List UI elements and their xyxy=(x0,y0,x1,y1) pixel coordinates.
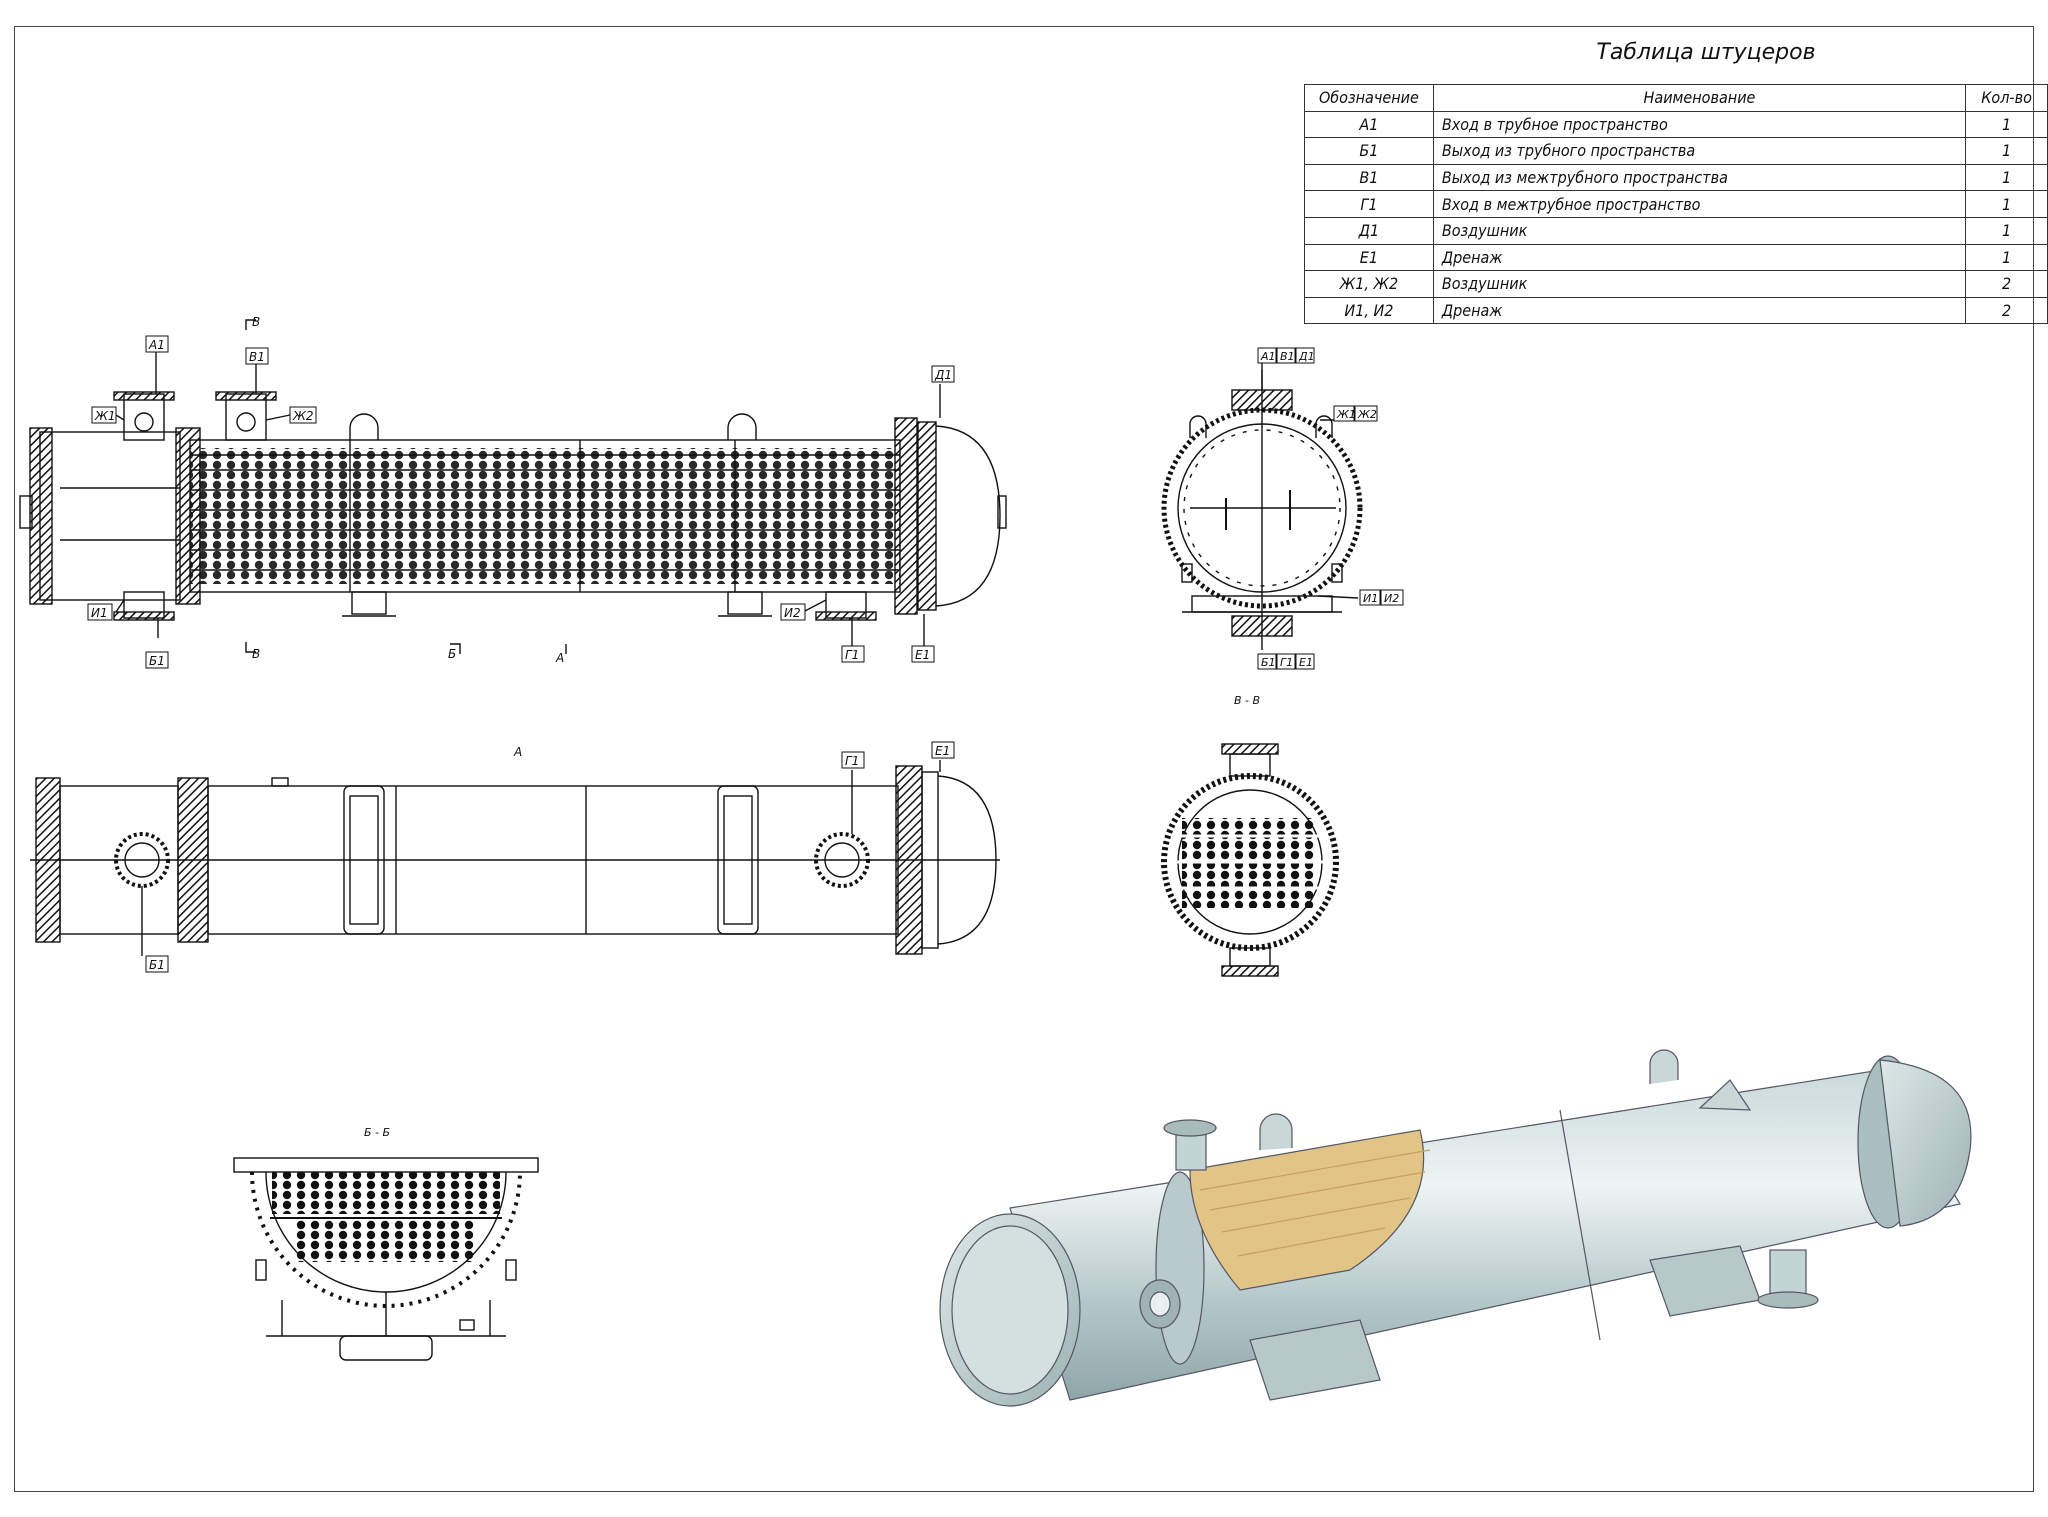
label-Zh2: Ж2 xyxy=(1357,408,1377,421)
row-qty: 1 xyxy=(1965,137,2048,165)
row-designation: И1, И2 xyxy=(1304,296,1434,325)
drawing-frame xyxy=(14,26,2034,1492)
row-designation: В1 xyxy=(1304,163,1434,192)
header-qty: Кол-во xyxy=(1965,84,2048,112)
plan-view-a xyxy=(30,760,1000,956)
row-name: Вход в межтрубное пространство xyxy=(1432,190,1967,218)
row-name: Воздушник xyxy=(1432,216,1967,245)
label-D1: Д1 xyxy=(1298,350,1315,363)
row-qty: 1 xyxy=(1965,163,2048,192)
row-qty: 2 xyxy=(1965,296,2048,325)
label-E1: Е1 xyxy=(915,648,930,662)
row-name: Вход в трубное пространство xyxy=(1432,110,1967,139)
label-Zh2: Ж2 xyxy=(292,409,314,423)
label-G1: Г1 xyxy=(845,648,859,662)
row-qty: 2 xyxy=(1965,270,2048,298)
nozzle-table-title: Таблица штуцеров xyxy=(1596,40,1816,65)
label-Zh1: Ж1 xyxy=(1336,408,1356,421)
row-name: Выход из межтрубного пространства xyxy=(1432,163,1967,192)
plan-view-labels: А Г1 Е1 Б1 xyxy=(145,741,955,973)
label-D1: Д1 xyxy=(934,368,952,382)
row-qty: 1 xyxy=(1965,216,2048,245)
label-G1: Г1 xyxy=(845,754,859,768)
row-qty: 1 xyxy=(1965,190,2048,218)
front-elevation-labels: А1 В1 Ж1 Ж2 И1 Б1 И2 Г1 Д1 Е1 В В Б А xyxy=(87,315,955,669)
view-mark-a: А xyxy=(555,651,564,665)
section-bb-view xyxy=(233,1157,539,1361)
label-Zh1: Ж1 xyxy=(94,409,116,423)
section-mark-b: Б xyxy=(448,647,456,661)
isometric-3d-view xyxy=(939,1049,1972,1407)
label-E1: Е1 xyxy=(1299,656,1313,669)
front-elevation-view xyxy=(19,319,1007,654)
label-V1: В1 xyxy=(1280,350,1295,363)
label-I1: И1 xyxy=(1363,592,1378,605)
section-bb-title: Б - Б xyxy=(364,1126,390,1139)
label-B1: Б1 xyxy=(149,958,165,972)
section-vv-view xyxy=(1161,743,1339,977)
label-B1: Б1 xyxy=(149,654,165,668)
label-B1: Б1 xyxy=(1261,656,1276,669)
section-vv-title: В - В xyxy=(1234,694,1260,707)
view-a-title: А xyxy=(513,745,522,759)
label-G1: Г1 xyxy=(1280,656,1293,669)
label-A1: А1 xyxy=(1260,350,1276,363)
label-A1: А1 xyxy=(148,338,165,352)
row-name: Дренаж xyxy=(1432,296,1967,325)
label-I2: И2 xyxy=(784,606,801,620)
section-mark-v-bottom: В xyxy=(252,647,260,661)
row-qty: 1 xyxy=(1965,110,2048,139)
row-designation: Б1 xyxy=(1304,137,1434,165)
label-E1: Е1 xyxy=(935,744,950,758)
end-view-labels: А1 В1 Д1 Ж1 Ж2 И1 И2 Б1 Г1 Е1 xyxy=(1257,347,1404,670)
label-I1: И1 xyxy=(91,606,108,620)
label-I2: И2 xyxy=(1384,592,1399,605)
label-V1: В1 xyxy=(249,350,265,364)
section-mark-v-top: В xyxy=(252,315,260,329)
end-view xyxy=(1161,352,1363,650)
